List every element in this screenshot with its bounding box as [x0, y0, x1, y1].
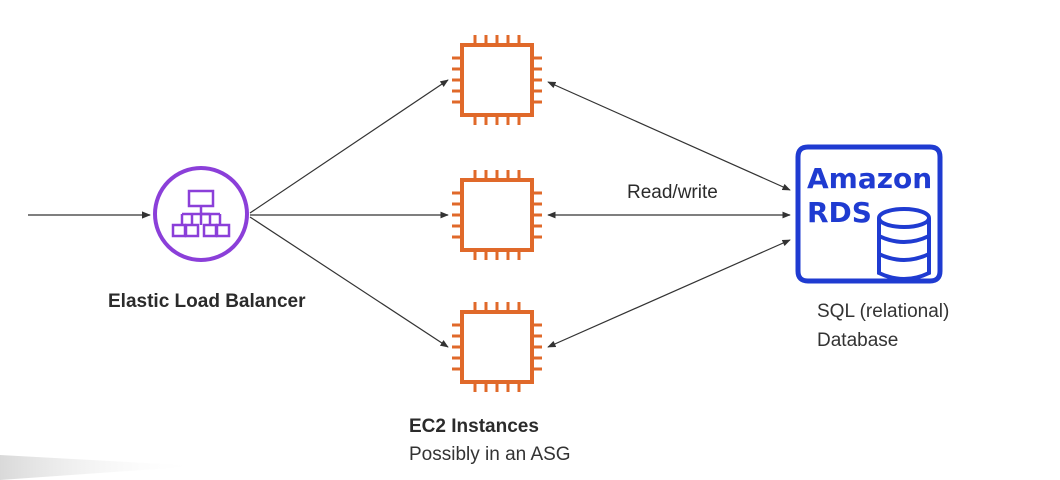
rds-database-icon: Amazon RDS — [795, 144, 943, 284]
read-write-label: Read/write — [627, 182, 718, 203]
rds-logo-line1: Amazon — [807, 162, 932, 195]
ec2-asg-label: Possibly in an ASG — [409, 444, 571, 465]
rds-logo-line2: RDS — [807, 196, 872, 229]
load-balancer-icon — [153, 166, 249, 262]
elb-to-ec2-top-arrow — [249, 79, 449, 214]
database-type-label: SQL (relational) — [817, 301, 950, 322]
ec2-chip-icon — [450, 300, 544, 394]
ec2-bottom-rds-arrow — [547, 239, 791, 348]
database-label: Database — [817, 330, 899, 351]
elb-to-ec2-bottom-arrow — [249, 216, 449, 348]
ec2-top-rds-arrow — [547, 81, 791, 191]
ec2-chip-icon — [450, 168, 544, 262]
slide-shadow — [0, 455, 200, 480]
ec2-instances-label: EC2 Instances — [409, 416, 539, 437]
elb-label: Elastic Load Balancer — [108, 291, 306, 312]
ec2-chip-icon — [450, 33, 544, 127]
